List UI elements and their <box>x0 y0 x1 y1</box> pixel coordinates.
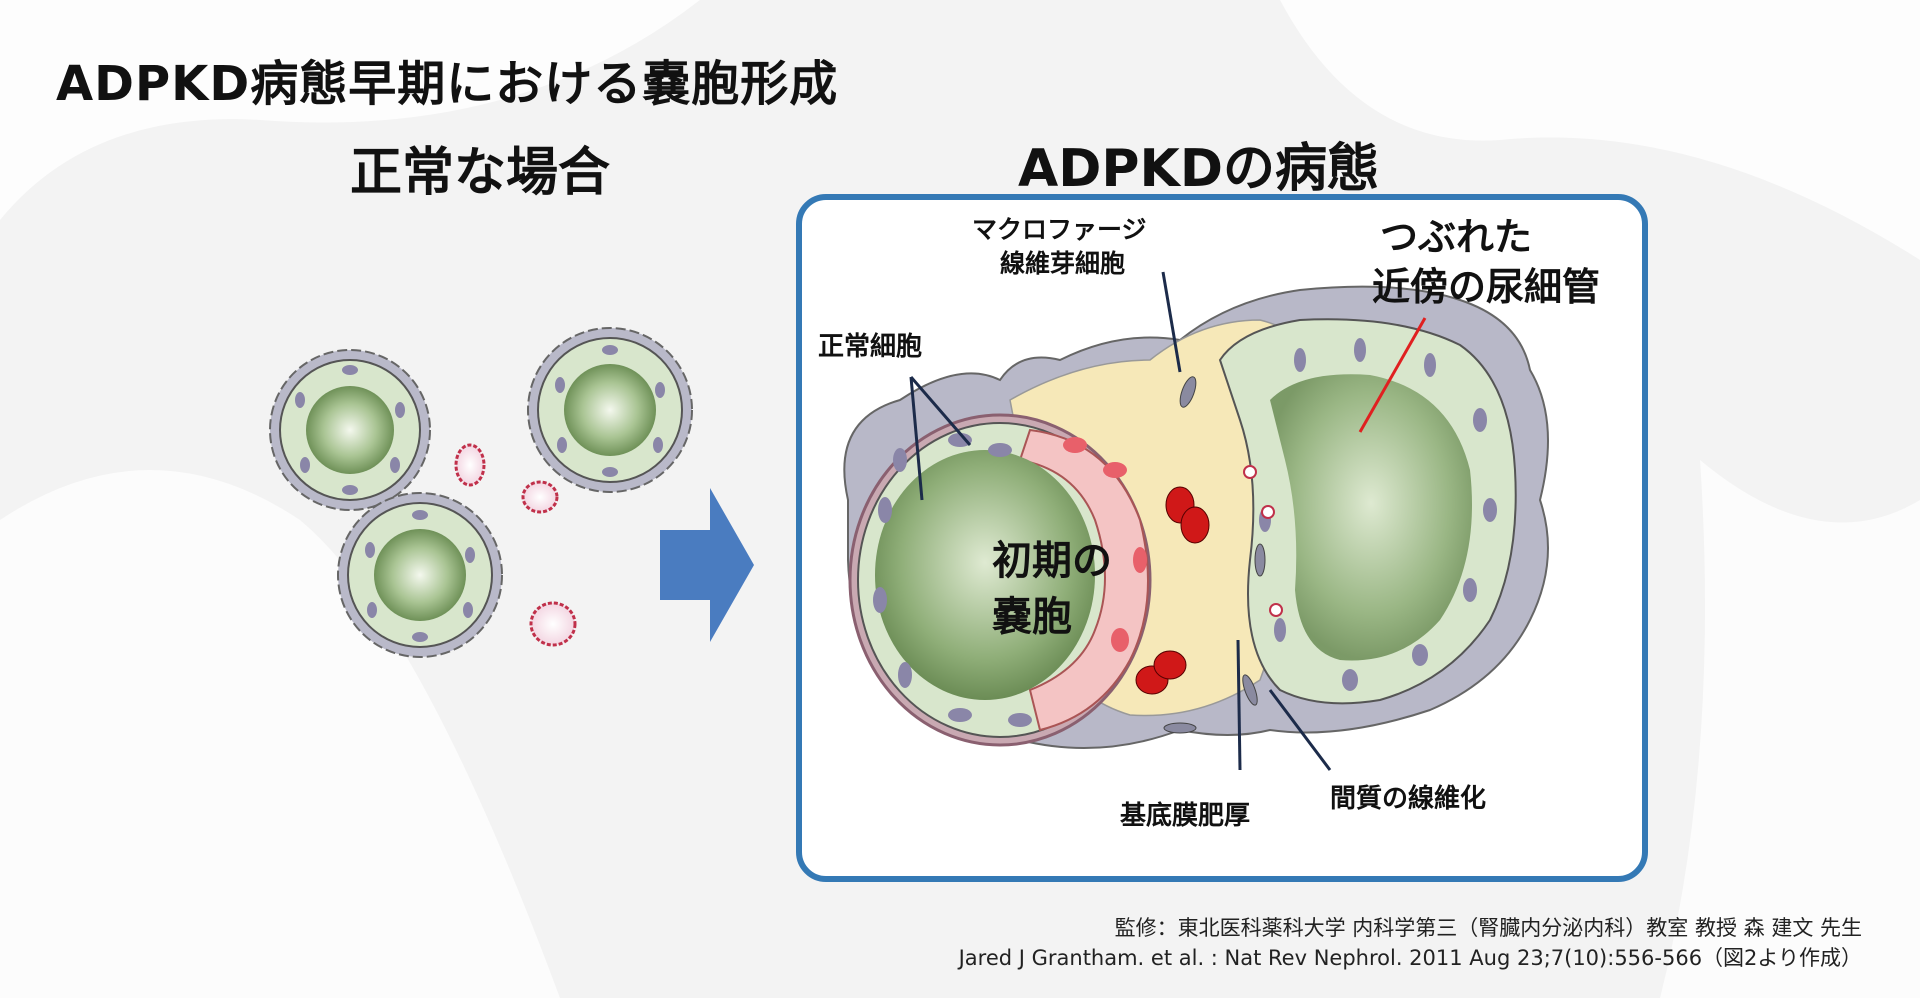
label-normal-cell: 正常細胞 <box>818 332 923 362</box>
label-interstitial-fibrosis: 間質の線維化 <box>1330 784 1487 814</box>
normal-tubule-3 <box>337 492 503 658</box>
mitotic-cells <box>1135 486 1210 695</box>
credit-supervision: 監修：東北医科薬科大学 内科学第三（腎臓内分泌内科）教室 教授 森 建文 先生 <box>1114 916 1862 940</box>
red-blood-cells <box>454 443 577 647</box>
label-crushed-line2: 近傍の尿細管 <box>1372 265 1601 309</box>
label-early-cyst-line1: 初期の <box>992 538 1112 584</box>
credit-reference: Jared J Grantham. et al. : Nat Rev Nephr… <box>958 946 1862 970</box>
heading-normal: 正常な場合 <box>350 143 611 203</box>
normal-tubule-1 <box>269 349 431 511</box>
adpkd-illustration <box>843 271 1549 771</box>
normal-tubule-2 <box>527 327 693 493</box>
label-crushed-line1: つぶれた <box>1380 215 1533 259</box>
label-early-cyst-line2: 嚢胞 <box>992 594 1072 640</box>
label-basement-membrane: 基底膜肥厚 <box>1120 801 1251 831</box>
page-title: ADPKD病態早期における嚢胞形成 <box>56 56 839 112</box>
transition-arrow <box>660 488 754 642</box>
label-fibroblast: 線維芽細胞 <box>1000 249 1126 278</box>
heading-adpkd: ADPKDの病態 <box>1018 139 1379 199</box>
label-macrophage: マクロファージ <box>972 215 1147 244</box>
